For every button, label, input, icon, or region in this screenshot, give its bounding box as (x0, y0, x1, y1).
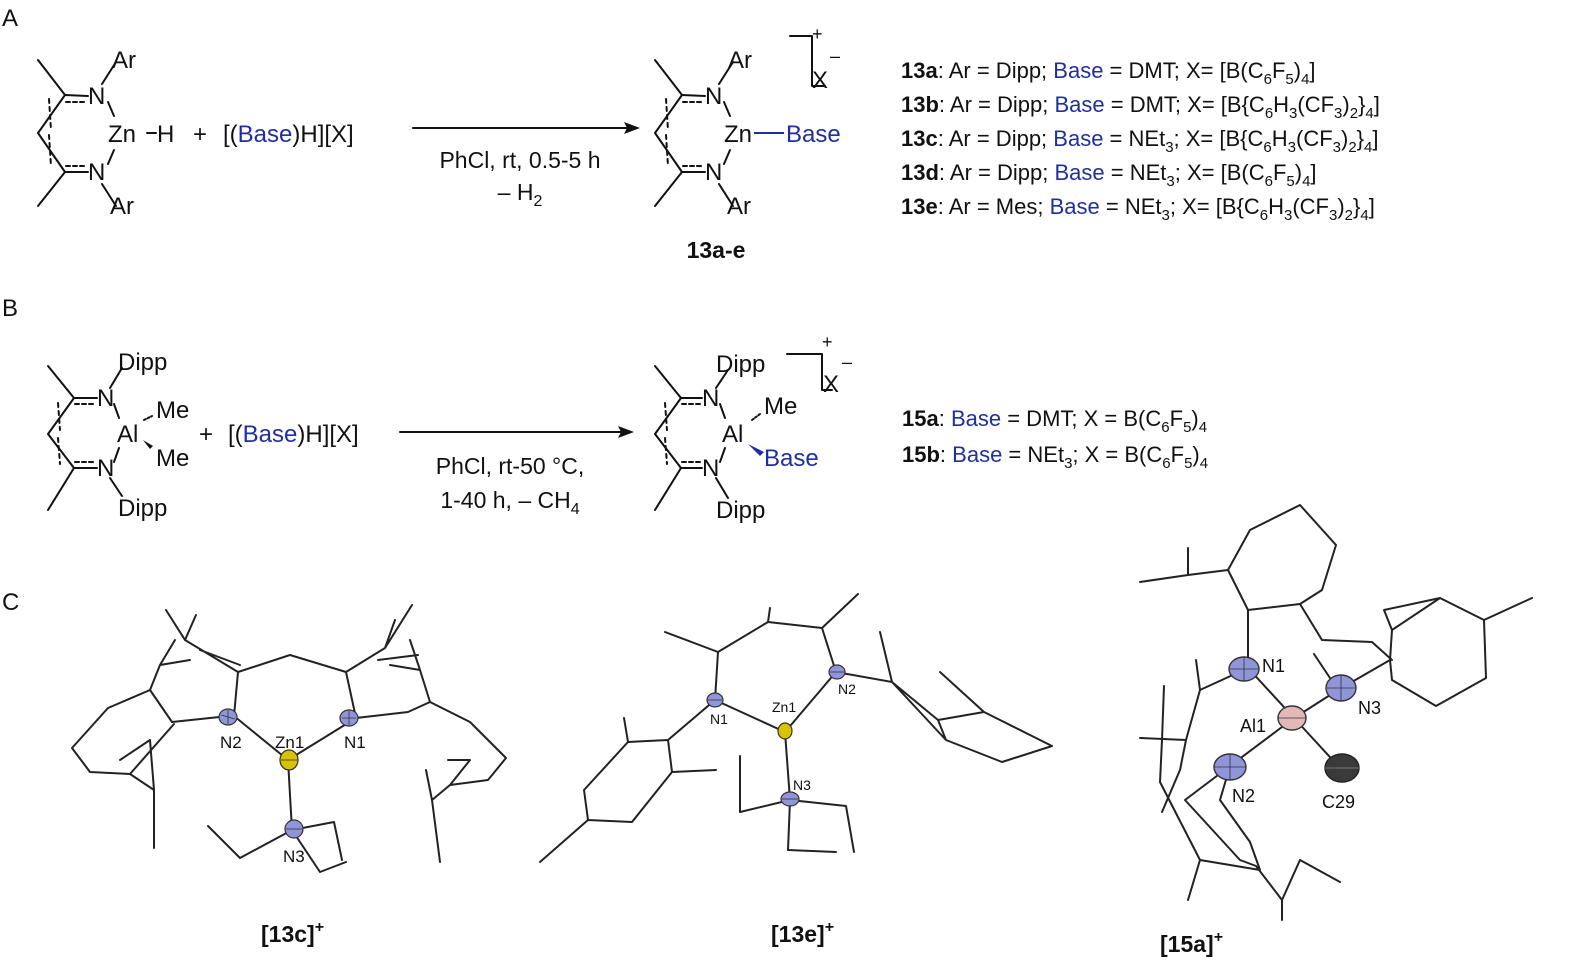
label-13c-n2: N2 (220, 733, 242, 752)
atom-13c-n3 (284, 819, 304, 839)
product-a-base: Base (786, 121, 841, 148)
scheme-b-reactant: N N Dipp Dipp Al Me Me (47, 349, 189, 522)
reactant-a-h: H (157, 121, 174, 148)
reactant-b-me-bottom: Me (156, 445, 189, 472)
product-b-dipp-top: Dipp (716, 351, 765, 378)
conditions-b-line1: PhCl, rt-50 °C, (436, 453, 585, 479)
label-13c-n3: N3 (283, 847, 305, 866)
conditions-b-line2: 1-40 h, – CH4 (440, 487, 579, 518)
panel-label-b: B (2, 295, 18, 322)
atom-13e-n1 (706, 692, 724, 708)
compound-13d: 13d: Ar = Dipp; Base = NEt3; X= [B(C6F5)… (901, 160, 1317, 190)
atom-13e-zn1 (777, 722, 793, 740)
product-b-al: Al (722, 421, 743, 448)
atom-13e-n2 (828, 664, 846, 680)
structure-label-15a: [15a]+ (1160, 929, 1223, 957)
reactant-b-al: Al (117, 421, 138, 448)
scheme-a-reactant: N N Ar Ar Zn H (37, 47, 174, 220)
atom-15a-c29 (1324, 753, 1360, 783)
product-b-dipp-bottom: Dipp (716, 497, 765, 524)
product-b-n-bottom: N (702, 455, 719, 482)
reactant-a-zn: Zn (108, 121, 136, 148)
reactant-b-me-top: Me (156, 397, 189, 424)
compound-list-a: 13a: Ar = Dipp; Base = DMT; X= [B(C6F5)4… (901, 58, 1380, 224)
reactant-b-dipp-bottom: Dipp (118, 495, 167, 522)
label-15a-c29: C29 (1322, 792, 1355, 812)
label-15a-n1: N1 (1262, 656, 1285, 676)
scheme-a-product: N N Ar Ar Zn Base + – X (654, 24, 841, 220)
conditions-a-line1: PhCl, rt, 0.5-5 h (439, 147, 600, 173)
reactant-a-ar-top: Ar (112, 47, 136, 74)
product-a-charge-plus: + (812, 24, 823, 44)
atom-13c-n1 (339, 709, 359, 727)
compound-13c: 13c: Ar = Dipp; Base = NEt3; X= [B{C6H3(… (901, 126, 1379, 156)
atom-15a-n1 (1228, 656, 1260, 682)
product-a-label: 13a-e (687, 237, 746, 263)
structure-13c: Zn1 N2 N1 N3 (71, 604, 507, 873)
atom-13c-zn1 (279, 749, 299, 771)
product-a-charge-minus: – (830, 46, 840, 66)
plus-a: + (193, 121, 207, 148)
reaction-arrow-b (399, 426, 634, 438)
label-13c-n1: N1 (344, 733, 366, 752)
compound-15b: 15b: Base = NEt3; X = B(C6F5)4 (902, 442, 1208, 472)
reaction-arrow-a (412, 122, 640, 134)
product-b-charge-minus: – (842, 352, 852, 372)
reactant-b-n-top: N (97, 385, 114, 412)
compound-13a: 13a: Ar = Dipp; Base = DMT; X= [B(C6F5)4… (901, 58, 1316, 88)
scheme-b-product: N N Dipp Dipp Al Me Base + – X (654, 332, 852, 524)
structure-label-13c: [13c]+ (261, 919, 324, 947)
plus-b: + (199, 421, 213, 448)
product-b-charge-plus: + (822, 332, 833, 352)
structure-15a: N1 N3 Al1 N2 C29 (1139, 504, 1533, 921)
reactant-a-n-top: N (88, 83, 105, 110)
reactant-a-ar-bottom: Ar (110, 193, 134, 220)
label-15a-n3: N3 (1358, 698, 1381, 718)
product-a-ar-bottom: Ar (727, 193, 751, 220)
product-b-n-top: N (702, 385, 719, 412)
panel-label-a: A (2, 5, 18, 32)
label-15a-al1: Al1 (1240, 716, 1266, 736)
reagent-b: [(Base)H][X] (228, 421, 359, 448)
label-13e-n1: N1 (710, 711, 728, 727)
conditions-a-line2: – H2 (498, 179, 543, 210)
compound-13e: 13e: Ar = Mes; Base = NEt3; X= [B{C6H3(C… (901, 194, 1375, 224)
atom-15a-al1 (1277, 705, 1307, 731)
product-a-n-top: N (705, 83, 722, 110)
compound-13b: 13b: Ar = Dipp; Base = DMT; X= [B{C6H3(C… (901, 92, 1380, 122)
product-b-me: Me (764, 393, 797, 420)
label-13c-zn1: Zn1 (275, 733, 304, 752)
label-13e-zn1: Zn1 (772, 699, 796, 715)
panel-label-c: C (2, 589, 19, 616)
reactant-b-dipp-top: Dipp (118, 349, 167, 376)
atom-15a-n3 (1325, 674, 1357, 702)
product-a-ar-top: Ar (728, 47, 752, 74)
product-b-base: Base (764, 445, 819, 472)
reactant-b-n-bottom: N (97, 455, 114, 482)
product-a-n-bottom: N (705, 159, 722, 186)
label-13e-n2: N2 (838, 681, 856, 697)
label-13e-n3: N3 (793, 777, 811, 793)
atom-13c-n2 (218, 708, 238, 726)
structure-13e: Zn1 N1 N2 N3 (539, 593, 1053, 863)
label-15a-n2: N2 (1232, 786, 1255, 806)
compound-15a: 15a: Base = DMT; X = B(C6F5)4 (902, 406, 1207, 436)
structure-label-13e: [13e]+ (771, 919, 834, 947)
product-b-counterion: X (823, 371, 839, 398)
compound-list-b: 15a: Base = DMT; X = B(C6F5)4 15b: Base =… (902, 406, 1208, 472)
reagent-a: [(Base)H][X] (223, 121, 354, 148)
product-a-zn: Zn (724, 121, 752, 148)
product-a-counterion: X (812, 67, 828, 94)
atom-13e-n3 (780, 791, 800, 807)
atom-15a-n2 (1213, 753, 1247, 781)
reactant-a-n-bottom: N (88, 159, 105, 186)
